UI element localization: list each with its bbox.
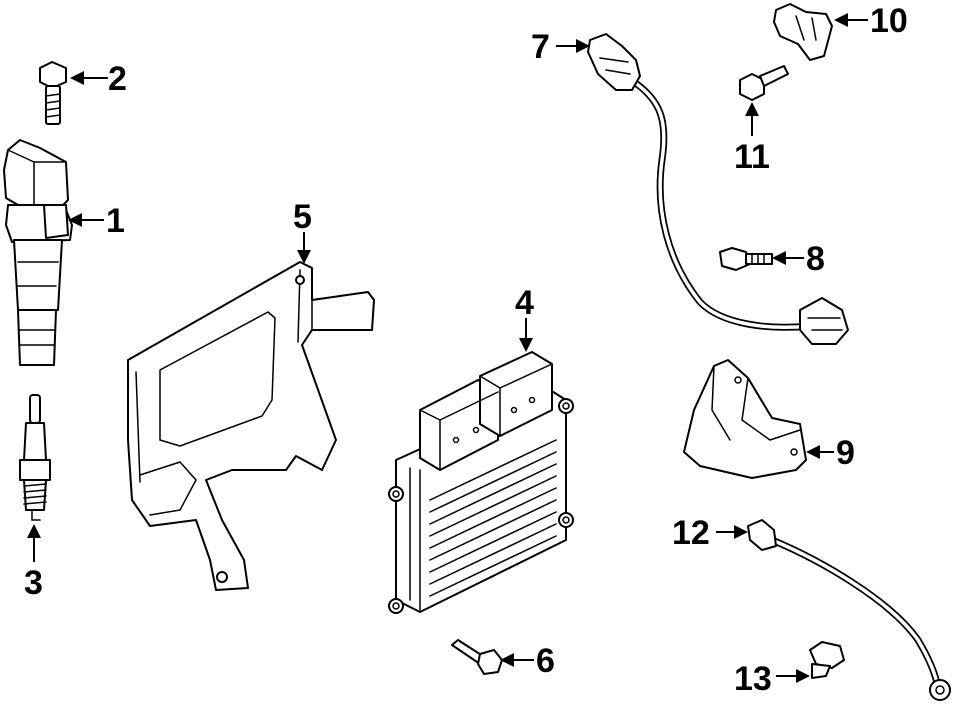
part-4-ecu[interactable] <box>388 351 574 614</box>
arrow-icon <box>834 13 848 27</box>
arrow-icon <box>796 669 810 683</box>
part-8-bolt[interactable] <box>719 247 773 271</box>
part-10-sensor[interactable] <box>773 3 833 61</box>
arrow-icon <box>772 251 786 265</box>
part-2-bolt[interactable] <box>39 61 67 125</box>
part-6-bolt[interactable] <box>451 639 503 675</box>
part-9-heat-shield[interactable] <box>683 359 807 479</box>
part-5-bracket[interactable] <box>127 261 375 591</box>
arrow-icon <box>806 445 820 459</box>
arrow-icon <box>519 338 533 352</box>
leader-lines <box>27 13 868 683</box>
arrow-icon <box>576 39 590 53</box>
callout-13: 13 <box>734 660 772 698</box>
part-7-sensor[interactable] <box>587 33 849 345</box>
part-11-bolt[interactable] <box>739 65 789 101</box>
callout-8: 8 <box>806 240 825 278</box>
callout-10: 10 <box>870 2 908 40</box>
callout-2: 2 <box>108 60 127 98</box>
callout-1: 1 <box>106 202 125 240</box>
part-3-spark-plug[interactable] <box>19 394 51 521</box>
arrow-icon <box>745 102 759 116</box>
arrow-icon <box>68 213 82 227</box>
part-1-ignition-coil[interactable] <box>3 139 73 366</box>
callout-labels: 1 2 3 4 5 6 7 8 9 10 11 12 13 <box>24 2 908 698</box>
part-13-bolt[interactable] <box>809 641 845 679</box>
callout-3: 3 <box>24 564 43 602</box>
callout-12: 12 <box>672 514 710 552</box>
callout-6: 6 <box>536 642 555 680</box>
callout-4: 4 <box>515 284 534 322</box>
callout-5: 5 <box>293 198 312 236</box>
callout-9: 9 <box>836 434 855 472</box>
arrow-icon <box>297 250 311 264</box>
part-12-sensor[interactable] <box>747 519 951 701</box>
arrow-icon <box>734 525 748 539</box>
arrow-icon <box>70 71 84 85</box>
arrow-icon <box>27 524 41 538</box>
callout-11: 11 <box>734 138 770 176</box>
callout-7: 7 <box>531 28 550 66</box>
arrow-icon <box>500 653 514 667</box>
